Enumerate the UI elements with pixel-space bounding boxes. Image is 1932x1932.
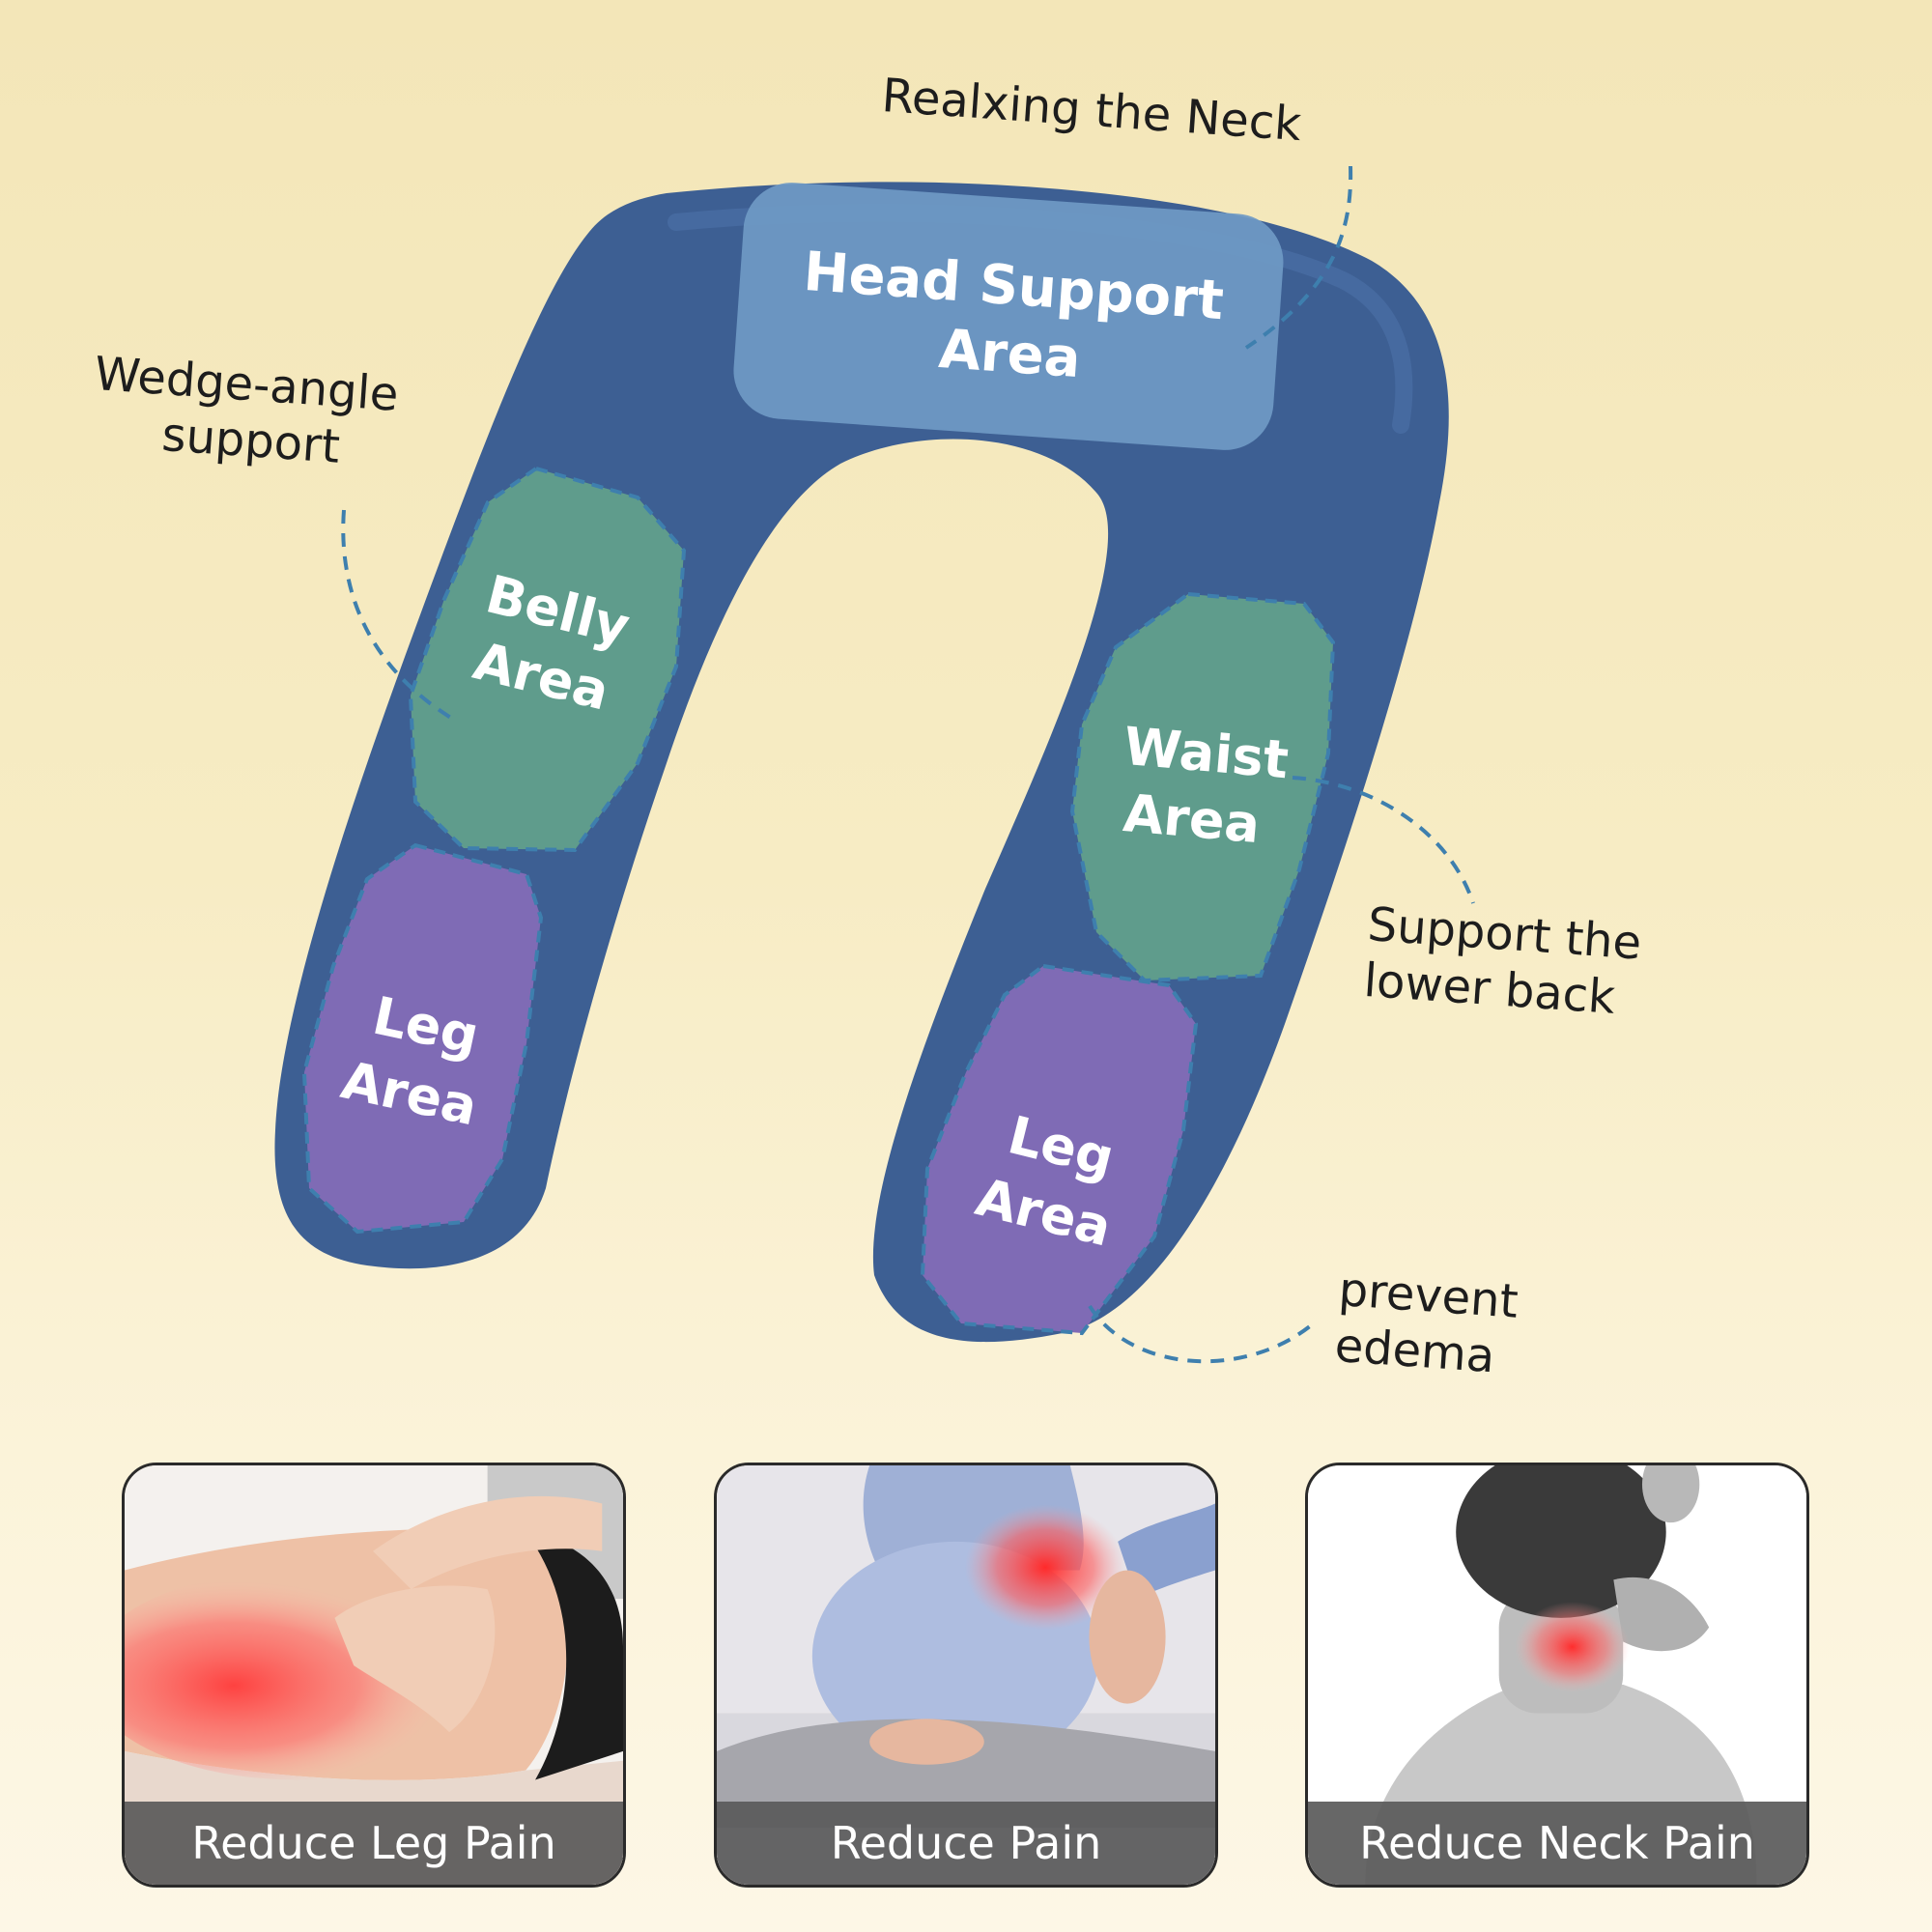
waist-zone-line1: Waist — [1122, 716, 1291, 791]
lower-back-connector-line — [1292, 776, 1475, 904]
neck-connector-line — [1244, 165, 1353, 350]
head-support-zone — [733, 183, 1284, 450]
back-pain-illustration — [717, 1465, 1215, 1885]
waist-zone-line2: Area — [1121, 782, 1262, 855]
leg-pain-label: Reduce Leg Pain — [125, 1802, 623, 1885]
wedge-callout: Wedge-angle support — [89, 346, 400, 479]
neck-pain-label: Reduce Neck Pain — [1308, 1802, 1806, 1885]
left-leg-zone — [301, 842, 544, 1235]
wedge-connector-line — [341, 509, 456, 722]
edema-connector-line — [1088, 1304, 1318, 1364]
lower-back-callout: Support the lower back — [1362, 896, 1643, 1028]
back-pain-label: Reduce Pain — [717, 1802, 1215, 1885]
belly-zone — [408, 466, 687, 853]
right-leg-zone — [920, 963, 1199, 1336]
leg-pain-panel: Reduce Leg Pain — [122, 1463, 626, 1888]
head-zone-line2: Area — [937, 318, 1083, 390]
back-pain-panel: Reduce Pain — [714, 1463, 1218, 1888]
waist-zone — [1069, 591, 1336, 983]
edema-callout: prevent edema — [1333, 1262, 1520, 1386]
neck-pain-panel: Reduce Neck Pain — [1305, 1463, 1809, 1888]
